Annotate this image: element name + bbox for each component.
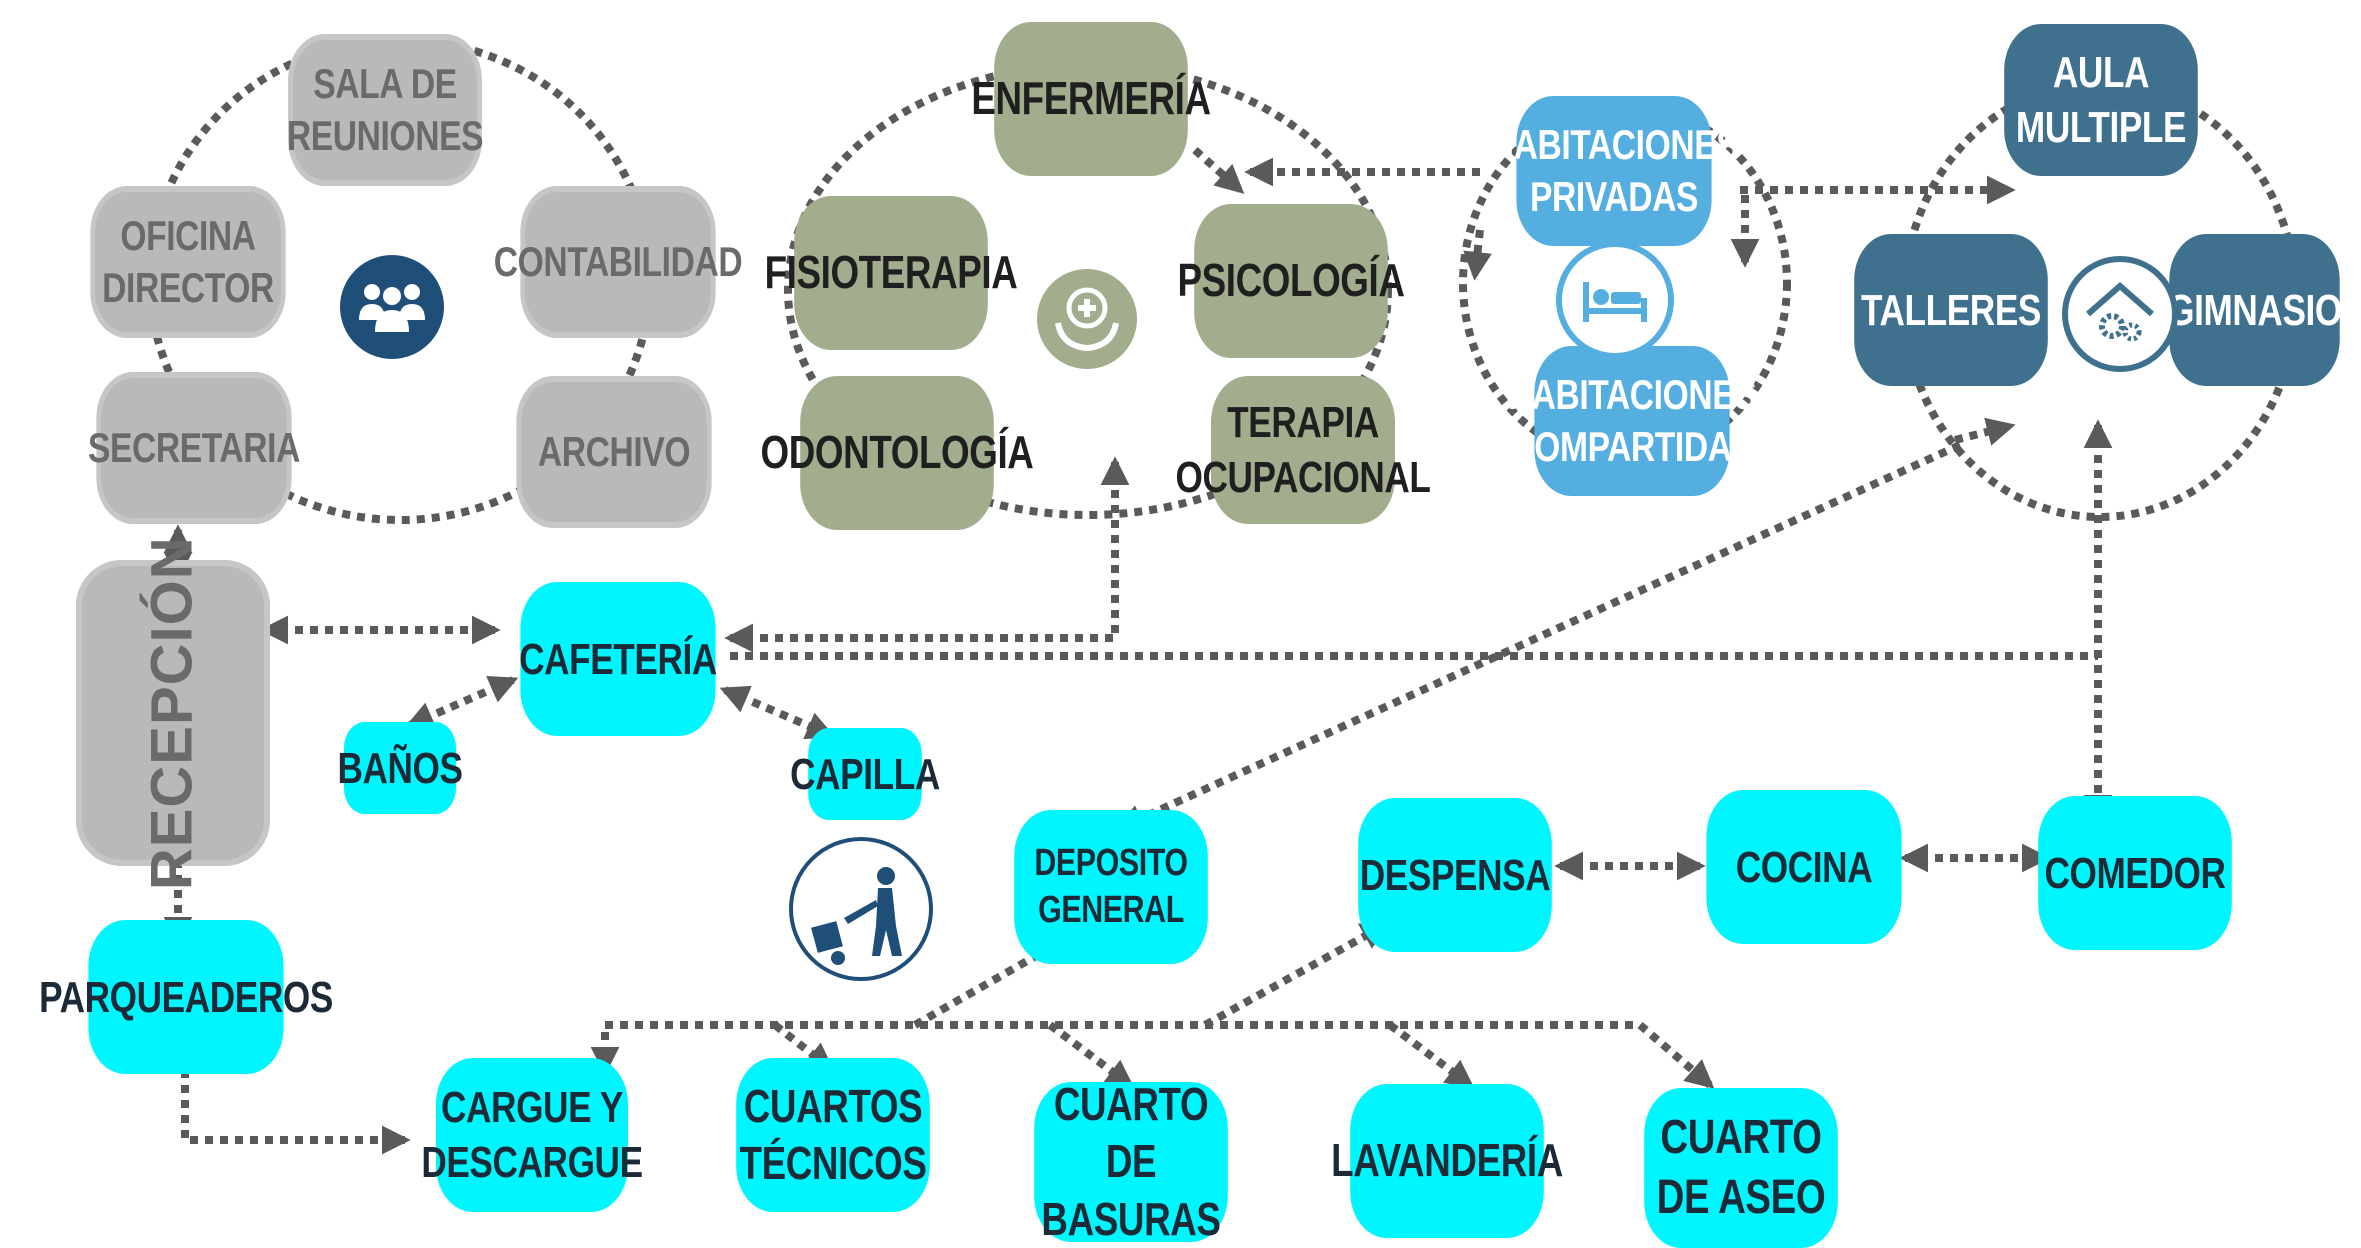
connector-bus-cuarto-basuras <box>1047 1021 1135 1089</box>
node-cargue-descargue: CARGUE Y DESCARGUE <box>421 1058 643 1212</box>
connector-cafeteria-banos <box>404 676 519 729</box>
gears-house-icon <box>2062 256 2178 372</box>
node-psicologia: PSICOLOGÍA <box>1177 204 1405 358</box>
health-cluster-ring <box>784 61 1392 519</box>
node-deposito-general: DEPOSITO GENERAL <box>1014 810 1208 964</box>
node-parqueaderos: PARQUEADEROS <box>39 920 333 1074</box>
team-icon <box>339 254 445 360</box>
connector-talleres-deposito <box>1114 441 1962 832</box>
node-secretaria: SECRETARIA <box>88 372 300 524</box>
connector-cafeteria-health <box>724 456 1130 653</box>
node-despensa: DESPENSA <box>1358 798 1552 952</box>
connector-bus-lavanderia <box>1387 1021 1475 1089</box>
node-cuarto-basuras: CUARTO DE BASURAS <box>1034 1078 1228 1245</box>
node-odontologia: ODONTOLOGÍA <box>761 376 1034 530</box>
medical-care-icon <box>1036 268 1138 370</box>
node-oficina-director: OFICINA DIRECTOR <box>90 186 286 338</box>
node-aula-multiple: AULA MULTIPLE <box>2004 24 2198 176</box>
node-habitaciones-compartidas: HABITACIONES COMPARTIDAS <box>1508 346 1757 496</box>
node-terapia-ocupacional: TERAPIA OCUPACIONAL <box>1175 376 1431 524</box>
node-gimnasio: GIMNASIO <box>2167 234 2342 386</box>
connector-rooms-ring-left <box>1463 229 1492 281</box>
hand-truck-icon <box>788 836 934 982</box>
connector-bus-despensa <box>1203 921 1391 1029</box>
node-contabilidad: CONTABILIDAD <box>494 186 743 338</box>
connector-cafeteria-capilla <box>719 685 836 740</box>
node-habitaciones-privadas: HABITACIONES PRIVADAS <box>1490 96 1739 246</box>
node-cuartos-tecnicos: CUARTOS TÉCNICOS <box>736 1058 930 1212</box>
node-capilla: CAPILLA <box>790 728 940 820</box>
connector-service-bus <box>590 1021 1715 1089</box>
zoning-diagram: SALA DE REUNIONES OFICINA DIRECTOR CONTA… <box>39 22 2342 1248</box>
node-comedor: COMEDOR <box>2038 796 2232 950</box>
node-sala-reuniones: SALA DE REUNIONES <box>287 34 483 186</box>
node-cocina: COCINA <box>1706 790 1902 944</box>
bed-icon <box>1553 238 1677 362</box>
connector-activities-ring <box>1954 417 2016 446</box>
node-cafeteria: CAFETERÍA <box>519 582 717 736</box>
connector-bus-cuartos-tecnicos <box>772 1021 835 1072</box>
node-banos: BAÑOS <box>337 722 463 814</box>
node-enfermeria: ENFERMERÍA <box>971 22 1211 176</box>
recepcion-label: RECEPCIÓN <box>139 536 205 890</box>
node-recepcion: RECEPCIÓN <box>76 536 270 890</box>
node-fisioterapia: FISIOTERAPIA <box>765 196 1018 350</box>
connector-health-ring <box>1192 147 1245 194</box>
node-cuarto-aseo: CUARTO DE ASEO <box>1644 1088 1838 1248</box>
node-lavanderia: LAVANDERÍA <box>1331 1084 1563 1238</box>
node-talleres: TALLERES <box>1854 234 2048 386</box>
node-archivo: ARCHIVO <box>516 376 712 528</box>
